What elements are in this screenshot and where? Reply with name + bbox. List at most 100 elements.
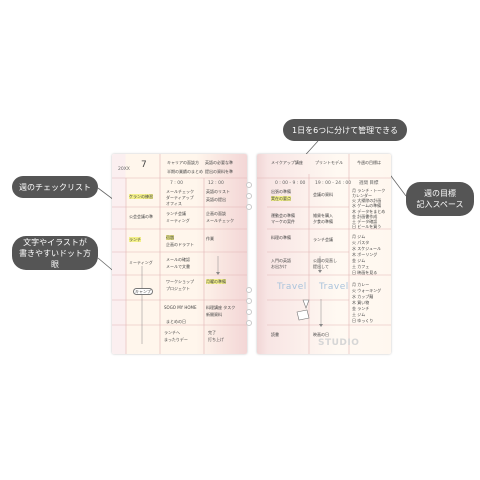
schedule-entry: 提出して [313,264,329,269]
callout-text: 記入スペース [416,200,464,209]
watermark: STUDIO [318,338,360,348]
schedule-entry: 会議の資料 [313,192,333,197]
binder-hole [246,287,252,293]
goal-item: 金 ジム [352,258,366,263]
callout-text: 週の目標 [423,189,456,198]
goal-item: 月 ランチ・トーク [352,188,386,193]
month-label: 7 [141,160,147,170]
schedule-entry: メイクアップ講座 [271,160,303,165]
binder-hole [246,204,252,210]
goal-item: 水 スケジュール [352,246,381,251]
goal-item: 土 ジム [352,312,366,317]
schedule-entry: オフィス [166,201,182,206]
goal-item: 木 買い物 [352,300,370,305]
schedule-entry: 月曜の準備 [206,279,226,284]
goal-item: 火 ウォーキング [352,288,382,293]
goal-item: 日 ビールを買う [352,224,382,229]
right-page: メイクアップ講座 プリントモデル 今週の目標は 0 : 00 - 9 : 00 … [257,154,391,354]
right-page-grid [257,154,391,354]
time-header: 12 : 00 [208,181,224,186]
schedule-entry: 新開資料 [206,312,222,317]
schedule-entry: 料理の準備 [271,235,291,240]
binder-hole [246,182,252,188]
schedule-entry: 企画のドラフト [166,242,194,247]
schedule-entry: 英語の提出 [206,197,226,202]
callout-text: 1日を6つに分けて管理できる [291,125,399,135]
schedule-entry: プロジェクト [166,286,190,291]
callout-weekly-goal: 週の目標 記入スペース [406,182,474,216]
schedule-entry: 公園の見直し [313,258,337,263]
goal-item: 水 ゲームの準備 [352,203,382,208]
goal-item: 金 計画書作成 [352,214,378,219]
schedule-entry: 完了 [208,330,216,335]
schedule-entry: ダーティアップ [166,195,194,200]
goal-item: 木 データをまとめ [352,209,386,214]
check-item: ケランの練習 [129,194,153,199]
time-header: 19 : 00 - 24 : 00 [315,181,352,186]
week-goal-label: 今週の目標は [357,160,381,165]
schedule-entry: 宿題 [166,235,174,240]
goal-item: 水 カップ麺 [352,294,374,299]
schedule-entry: ミーティング [166,218,190,223]
schedule-entry: 作業 [206,236,214,241]
schedule-entry: SOGO MY HOME [164,305,197,310]
schedule-entry: 実在の要点 [271,196,291,201]
goal-item: 火 パスタ [352,240,370,245]
goal-item: 火 大掃除の計画 [352,198,382,203]
schedule-entry: 入門の英語 [271,258,291,263]
schedule-entry: ワークショップ [166,279,194,284]
goal-item: カレンダー [352,193,372,198]
time-header: 7 : 00 [170,181,183,186]
schedule-entry: 料理講座 タスク [206,305,236,310]
callout-text: 文字やイラストが [23,237,87,247]
schedule-entry: 公会会議の準 [129,214,153,219]
binder-hole [246,193,252,199]
left-page-grid [112,154,247,354]
check-item: キャリアの面談方 [167,160,199,165]
schedule-entry: メールの確認 [166,257,190,262]
schedule-entry: 夕食の準備 [313,219,333,224]
callout-weekly-checklist: 週のチェックリスト [12,176,98,198]
goal-item: 土 カフェ [352,264,370,269]
callout-six-blocks: 1日を6つに分けて管理できる [283,119,407,141]
goal-header: 週間 目標 [359,181,379,186]
callout-dot-grid: 文字やイラストが 書きやすいドット方眼 [12,236,98,270]
year-label: 20XX [118,167,130,172]
binder-hole [246,309,252,315]
schedule-entry: 運動会の準備 [271,213,295,218]
goal-item: 日 ゆっくり [352,318,374,323]
goal-item: 土 データ確認 [352,219,378,224]
callout-text: 書きやすいドット方眼 [19,248,91,269]
schedule-entry: まとめの日 [166,319,186,324]
goal-item: 日 映画を見る [352,270,378,275]
schedule-entry: ランチへ [164,330,180,335]
callout-text: 週のチェックリスト [19,182,91,192]
schedule-entry: マーケの案件 [271,219,295,224]
schedule-entry: 打ち上げ [208,337,224,342]
schedule-entry: 読書 [271,332,279,337]
schedule-entry: プリントモデル [315,160,343,165]
schedule-entry: ランチ [129,237,141,242]
binder-hole [246,298,252,304]
schedule-entry: ランチ会議 [313,237,333,242]
schedule-entry: まったりデー [164,337,188,342]
goal-item: 月 ジム [352,234,366,239]
goal-item: 木 ボーリング [352,252,378,257]
camp-sticker: キャンプ [133,288,153,295]
time-header: 0 : 00 - 9 : 00 [275,181,306,186]
schedule-entry: 映画の日 [313,332,329,337]
schedule-entry: お出かけ [271,264,287,269]
goal-item: 月 カレー [352,282,370,287]
schedule-entry: メールチェック [206,218,234,223]
binder-hole [246,320,252,326]
schedule-entry: 雑貨を購入 [313,213,333,218]
schedule-entry: メールで文書 [166,264,190,269]
schedule-entry: 企画の面談 [206,211,226,216]
left-page: 20XX 7 キャリアの面談方 英語の必要な準 半期の業績のまとめ 提出の資料を… [112,154,247,354]
schedule-entry: 出張の準備 [271,189,291,194]
travel-lettering: Travel [277,282,307,292]
check-item: 提出の資料を準 [205,169,233,174]
check-item: 半期の業績のまとめ [167,169,203,174]
schedule-entry: ミーティング [129,260,153,265]
travel-lettering: Travel [319,282,349,292]
